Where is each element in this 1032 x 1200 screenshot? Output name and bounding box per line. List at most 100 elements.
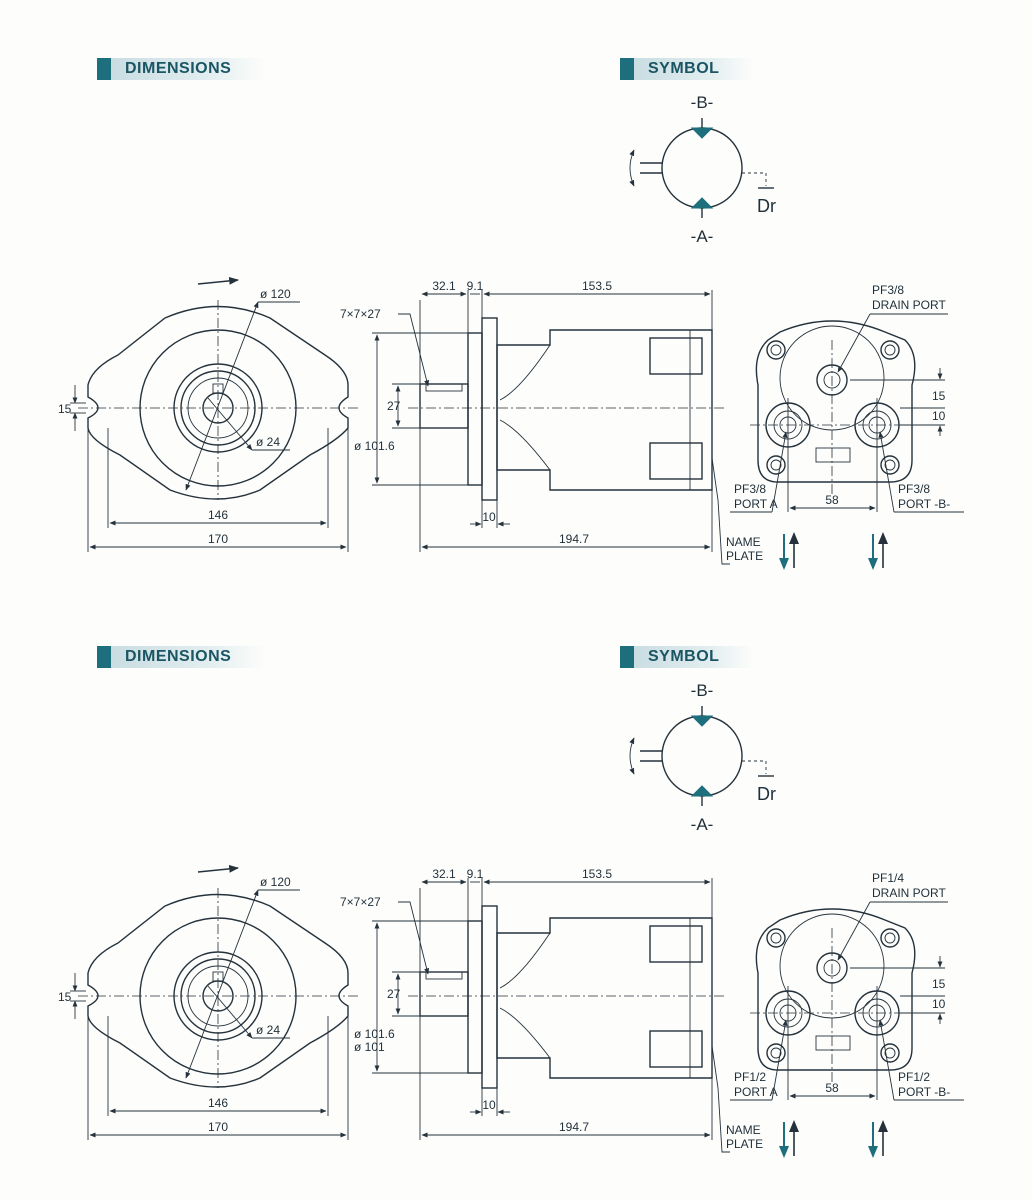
symbol-title: SYMBOL (634, 58, 754, 80)
rotation-arrow-icon (629, 149, 635, 187)
port-b-label: PORT -B- (898, 1085, 950, 1099)
section-2: DIMENSIONS SYMBOL -B- -A- Dr (0, 588, 1032, 1188)
dim-146: 146 (208, 508, 228, 522)
bolt-bottom-left (766, 1043, 786, 1063)
dim-27: 27 (387, 987, 401, 1001)
dim-170: 170 (208, 532, 228, 546)
section-drawing: -B- -A- Dr ø 120 ø 24 15 (58, 681, 964, 1158)
hydraulic-motor-symbol: -B- -A- Dr (629, 681, 776, 834)
hydraulic-motor-symbol: -B- -A- Dr (629, 93, 776, 246)
drain-port-size: PF1/4 (872, 871, 904, 885)
rotation-direction-arrow-icon (197, 864, 239, 873)
name-plate-label-1: NAME (726, 535, 761, 549)
rear-view: 15 10 58 PF1/4 DRAIN PORT PF1/2 PORT A P… (726, 871, 964, 1158)
name-plate-label-2: PLATE (726, 1137, 763, 1151)
bolt-top-right (880, 928, 900, 948)
dim-10-rear: 10 (932, 409, 946, 423)
symbol-b-label: -B- (691, 93, 714, 112)
dim-58: 58 (825, 493, 839, 507)
name-plate-label-1: NAME (726, 1123, 761, 1137)
dim-10-rear: 10 (932, 997, 946, 1011)
port-a-triangle (690, 197, 714, 209)
port-boss-upper (649, 925, 703, 963)
front-view: ø 120 ø 24 15 146 170 (58, 276, 360, 552)
dim-10-side: 10 (482, 510, 496, 524)
section-drawing: -B- -A- Dr ø 120 ø 24 15 (58, 93, 964, 570)
dim-phi101-6: ø 101.6 (354, 439, 395, 453)
port-a-label: PORT A (734, 497, 778, 511)
dim-15-front: 15 (58, 990, 72, 1004)
port-b-triangle (690, 127, 714, 139)
mounting-flange-side (481, 317, 498, 501)
dimensions-title: DIMENSIONS (111, 58, 266, 80)
symbol-b-label: -B- (691, 681, 714, 700)
dim-9-1: 9.1 (467, 867, 484, 881)
drain-port-size: PF3/8 (872, 283, 904, 297)
mounting-flange-outline (87, 305, 349, 500)
front-view: ø 120 ø 24 15 146 170 (58, 864, 360, 1140)
rear-view: 15 10 58 PF3/8 DRAIN PORT PF3/8 PORT A P… (726, 283, 964, 570)
bolt-top-left (766, 928, 786, 948)
port-a-size: PF3/8 (734, 482, 766, 496)
dim-32-1: 32.1 (432, 279, 456, 293)
bolt-top-left (766, 340, 786, 360)
motor-circle (661, 715, 743, 797)
pilot-ring (467, 920, 483, 1074)
drain-port-label: DRAIN PORT (872, 298, 946, 312)
flow-arrows-port-b-icon (868, 1120, 888, 1158)
port-b-triangle (690, 715, 714, 727)
dim-phi101-6: ø 101.6 (354, 1027, 395, 1041)
symbol-a-label: -A- (691, 227, 714, 246)
port-b-size: PF1/2 (898, 1070, 930, 1084)
port-boss-lower (649, 442, 703, 480)
dim-phi120: ø 120 (260, 287, 291, 301)
port-boss-upper (649, 337, 703, 375)
side-view: 32.1 9.1 153.5 7×7×27 27 ø 101.6 10 194 (340, 279, 730, 565)
symbol-dr-label: Dr (757, 196, 776, 216)
dimensions-header: DIMENSIONS (97, 646, 266, 668)
port-a-label: PORT A (734, 1085, 778, 1099)
dim-key: 7×7×27 (340, 307, 381, 321)
symbol-header: SYMBOL (620, 58, 754, 80)
rear-cover-outline (755, 320, 916, 483)
rotation-direction-arrow-icon (197, 276, 239, 285)
symbol-header: SYMBOL (620, 646, 754, 668)
dim-58: 58 (825, 1081, 839, 1095)
name-plate-label-2: PLATE (726, 549, 763, 563)
bolt-bottom-right (880, 455, 900, 475)
dim-key: 7×7×27 (340, 895, 381, 909)
flow-arrows-port-b-icon (868, 532, 888, 570)
dim-phi120: ø 120 (260, 875, 291, 889)
dim-9-1: 9.1 (467, 279, 484, 293)
dim-15-front: 15 (58, 402, 72, 416)
port-b-label: PORT -B- (898, 497, 950, 511)
dim-15-rear: 15 (932, 977, 946, 991)
port-a-triangle (690, 785, 714, 797)
motor-body (496, 917, 713, 1079)
dim-phi24: ø 24 (256, 435, 280, 449)
motor-body (496, 329, 713, 491)
port-a-size: PF1/2 (734, 1070, 766, 1084)
dim-194-7: 194.7 (559, 532, 589, 546)
rear-name-plate (815, 447, 851, 463)
side-view: 32.1 9.1 153.5 7×7×27 27 ø 101.6 ø 101 1… (340, 867, 730, 1153)
dim-15-rear: 15 (932, 389, 946, 403)
bolt-bottom-left (766, 455, 786, 475)
rear-name-plate (815, 1035, 851, 1051)
port-boss-lower (649, 1030, 703, 1068)
dim-153-5: 153.5 (582, 279, 612, 293)
dim-phi101: ø 101 (354, 1040, 385, 1054)
bolt-bottom-right (880, 1043, 900, 1063)
dimensions-title: DIMENSIONS (111, 646, 266, 668)
rear-cover-outline (755, 908, 916, 1071)
port-b-size: PF3/8 (898, 482, 930, 496)
flow-arrows-port-a-icon (779, 532, 799, 570)
dim-27: 27 (387, 399, 401, 413)
symbol-dr-label: Dr (757, 784, 776, 804)
drain-port-label: DRAIN PORT (872, 886, 946, 900)
dimensions-header: DIMENSIONS (97, 58, 266, 80)
mounting-flange-side (481, 905, 498, 1089)
mounting-flange-outline (87, 893, 349, 1088)
dim-153-5: 153.5 (582, 867, 612, 881)
motor-circle (661, 127, 743, 209)
